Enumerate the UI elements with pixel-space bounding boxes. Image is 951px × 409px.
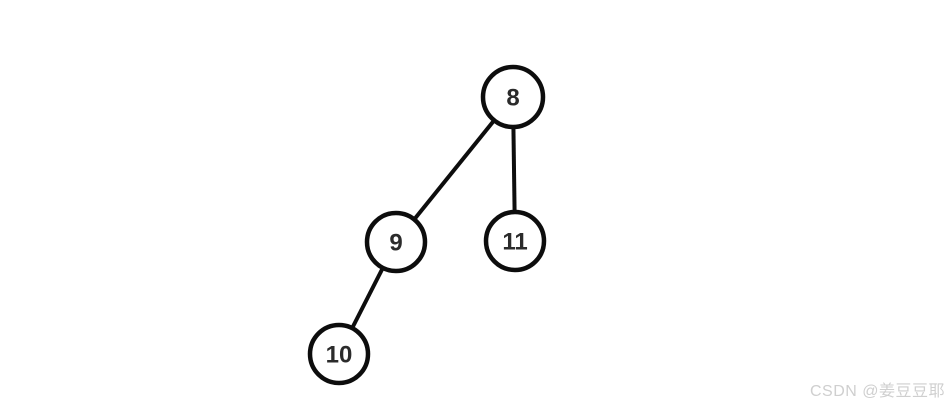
tree-node-8: 8 (480, 64, 546, 130)
tree-node-label-8: 8 (506, 84, 519, 111)
tree-node-circle-9 (364, 210, 428, 274)
tree-node-label-11: 11 (502, 228, 527, 255)
tree-node-label-10: 10 (326, 341, 353, 368)
tree-node-circle-10 (307, 322, 371, 386)
tree-node-9: 9 (364, 210, 428, 274)
tree-node-circle-11 (483, 209, 547, 273)
watermark: CSDN @姜豆豆耶 (809, 383, 945, 400)
tree-node-10: 10 (307, 322, 371, 386)
tree-node-circle-8 (480, 64, 546, 130)
tree-node-label-9: 9 (389, 229, 402, 256)
tree-node-11: 11 (483, 209, 547, 273)
